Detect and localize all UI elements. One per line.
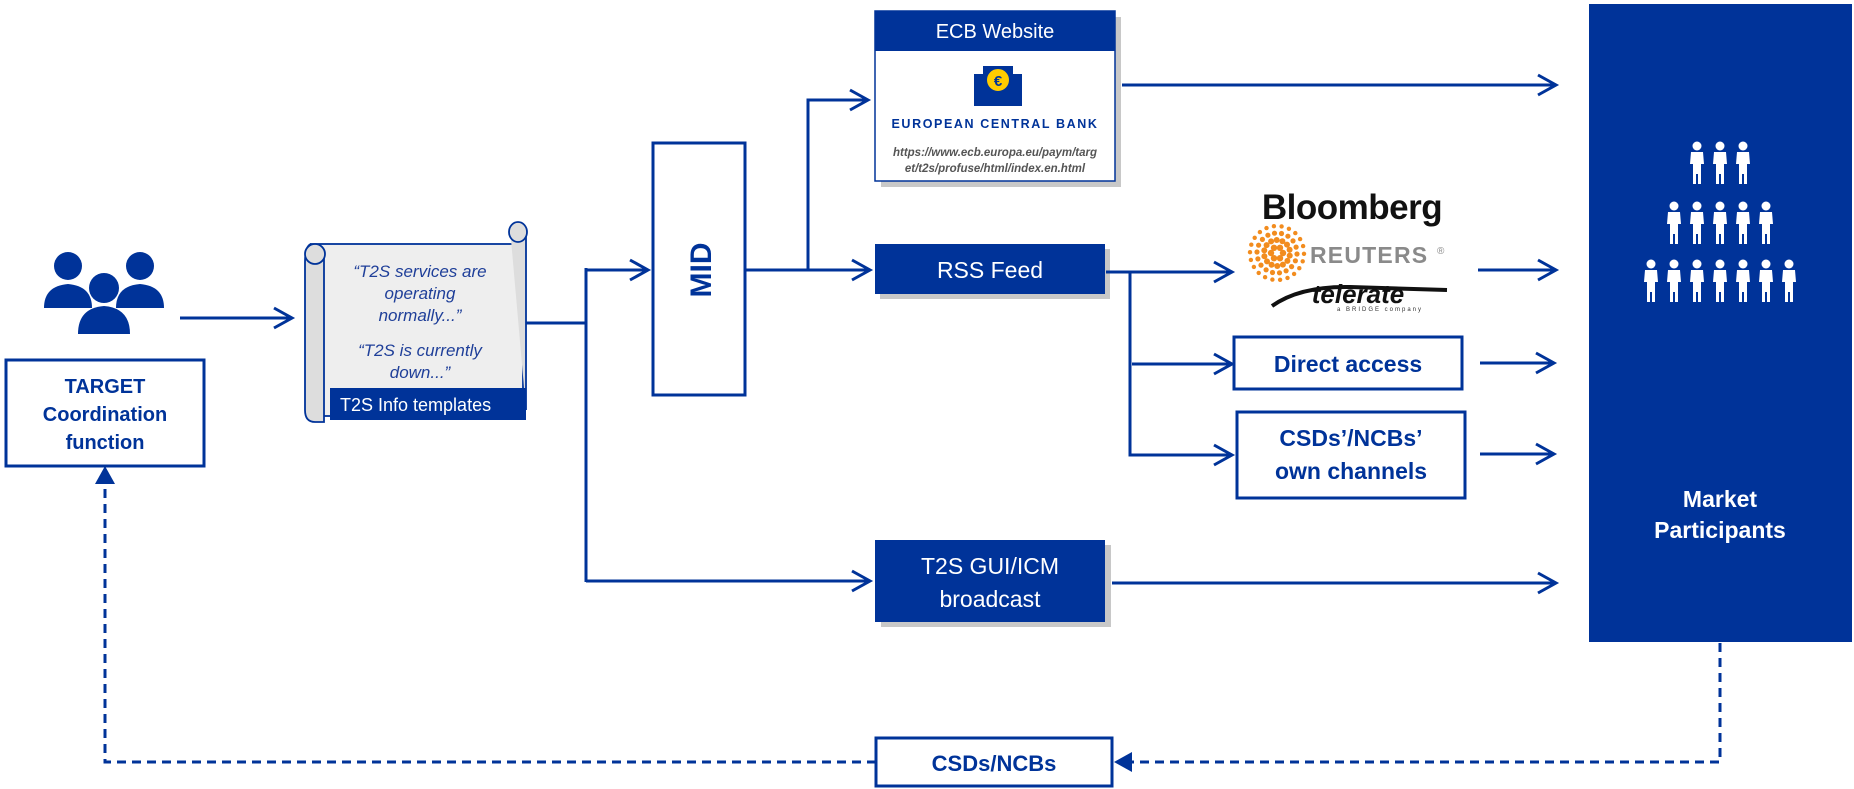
- ecb-url-line-2: et/t2s/profuse/html/index.en.html: [905, 163, 1086, 175]
- gui-line-1: T2S GUI/ICM: [921, 553, 1059, 579]
- dashed-market-to-csds: [1120, 643, 1722, 764]
- ecb-bank-name: EUROPEAN CENTRAL BANK: [892, 117, 1099, 131]
- feedback-label: CSDs/NCBs: [932, 751, 1057, 776]
- telerate-tagline: a BRIDGE company: [1337, 307, 1423, 313]
- arrow-mid-to-ecb: [745, 88, 872, 272]
- dashed-arrowhead-csds: [1114, 752, 1132, 772]
- scroll-icon: [304, 221, 528, 423]
- gui-line-2: broadcast: [939, 586, 1041, 612]
- templates-label-bar: [330, 388, 526, 420]
- template-quote-2-line-2: down...”: [390, 363, 452, 382]
- direct-access-label: Direct access: [1274, 351, 1422, 377]
- coordination-line-1: TARGET: [65, 376, 146, 398]
- rss-box: [875, 244, 1105, 294]
- rss-label: RSS Feed: [937, 257, 1043, 283]
- users-group-icon: [44, 252, 164, 334]
- bloomberg-logo: Bloomberg: [1262, 188, 1442, 227]
- csd-channels-line-2: own channels: [1275, 458, 1427, 484]
- mid-label: MID: [685, 243, 718, 298]
- market-participants-panel: [1589, 4, 1852, 642]
- coordination-line-3: function: [66, 432, 145, 454]
- coordination-box: [4, 358, 206, 468]
- feedback-box: [874, 736, 1114, 788]
- csd-channels-box: [1235, 410, 1467, 500]
- template-quote-1-line-3: normally...”: [379, 306, 463, 325]
- ecb-logo-icon: €: [974, 66, 1022, 106]
- market-line-1: Market: [1683, 486, 1757, 512]
- template-quote-1-line-2: operating: [385, 284, 456, 303]
- coordination-line-2: Coordination: [43, 404, 167, 426]
- direct-access-box: [1232, 335, 1464, 391]
- svg-text:€: €: [994, 73, 1003, 90]
- ecb-header: ECB Website: [936, 21, 1055, 43]
- reuters-registered-mark: ®: [1437, 246, 1445, 257]
- mid-box: [651, 141, 747, 397]
- telerate-swoosh-icon: [1270, 284, 1448, 308]
- reuters-sunburst-icon: [1247, 224, 1307, 282]
- template-quote-1-line-1: “T2S services are: [353, 262, 486, 281]
- csd-channels-line-1: CSDs’/NCBs’: [1279, 425, 1422, 451]
- ecb-url-line-1: https://www.ecb.europa.eu/paym/targ: [893, 147, 1097, 159]
- dashed-arrowhead-coordination: [95, 466, 115, 484]
- arrow-rss-to-csd-channels: [1106, 270, 1236, 467]
- ecb-header-bar: [875, 11, 1115, 51]
- telerate-logo: telerate: [1312, 279, 1405, 309]
- gui-box: [875, 540, 1105, 622]
- dashed-csds-to-coordination: [103, 478, 876, 764]
- template-quote-2-line-1: “T2S is currently: [358, 341, 483, 360]
- reuters-logo: REUTERS: [1310, 242, 1428, 268]
- market-line-2: Participants: [1654, 517, 1786, 543]
- templates-label: T2S Info templates: [340, 395, 491, 415]
